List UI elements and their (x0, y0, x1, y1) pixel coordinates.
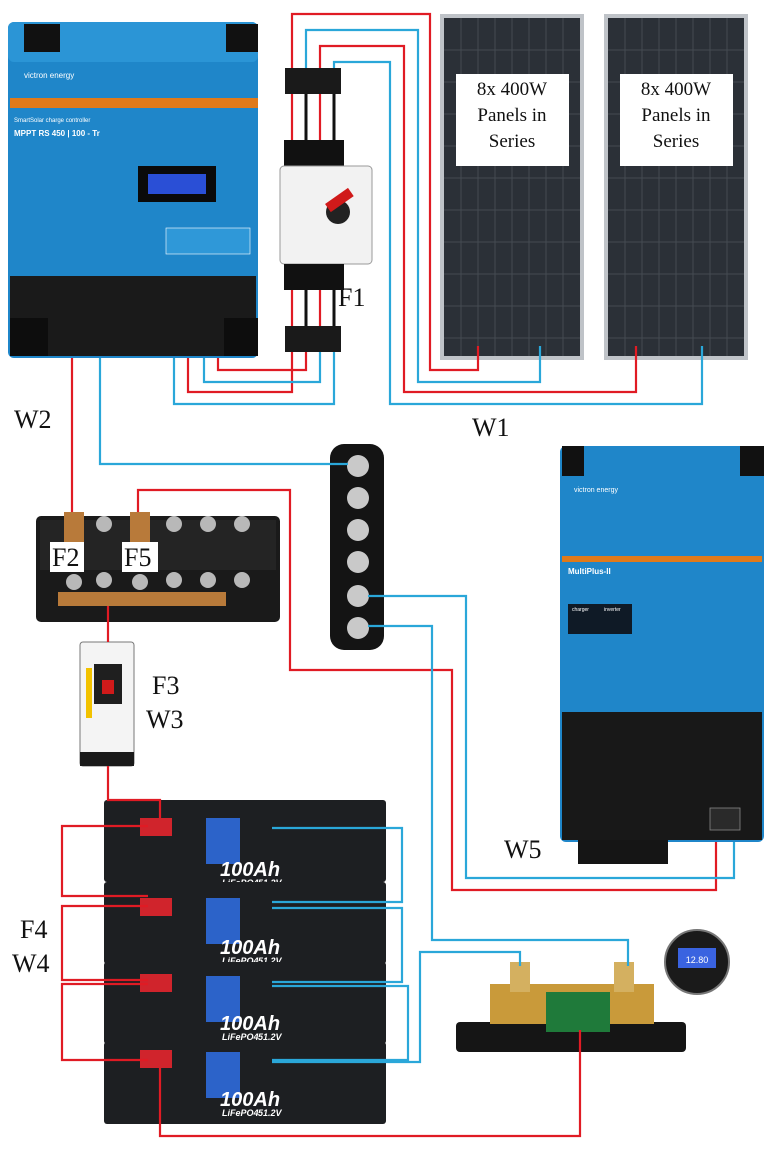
panel-1-line2: Panels in (477, 105, 547, 126)
battery-monitor: 12.80 (664, 929, 730, 995)
label-w1: W1 (472, 413, 510, 442)
label-f3: F3 (152, 671, 179, 700)
solar-panel-2: 8x 400W Panels in Series (604, 14, 748, 360)
inverter-menu-right: inverter (604, 607, 621, 613)
battery-2-chem: LiFePO4 (222, 956, 259, 966)
pv-wires (172, 12, 704, 406)
battery-2-voltage: 51.2V (258, 956, 283, 966)
label-f4: F4 (20, 915, 47, 944)
label-w5: W5 (504, 835, 542, 864)
battery-3-chem: LiFePO4 (222, 1032, 259, 1042)
battery-1-capacity: 100Ah (220, 859, 280, 881)
battery-4-chem: LiFePO4 (222, 1108, 259, 1118)
label-f1: F1 (338, 283, 365, 312)
inverter-model: MultiPlus-II (568, 567, 611, 576)
mppt-brand: victron energy (24, 71, 74, 80)
dc-breaker-f3 (79, 641, 135, 767)
label-f5: F5 (124, 543, 151, 572)
inverter-brand: victron energy (574, 487, 618, 494)
solar-panel-1: 8x 400W Panels in Series (440, 14, 584, 360)
battery-3-voltage: 51.2V (258, 1032, 283, 1042)
panel-2-line2: Panels in (641, 105, 711, 126)
mppt-charge-controller: victron energy SmartSolar charge control… (8, 22, 258, 358)
panel-1-line3: Series (489, 131, 535, 152)
mppt-model: MPPT RS 450 | 100 - Tr (14, 129, 100, 138)
battery-4-capacity: 100Ah (220, 1089, 280, 1111)
multiplus-inverter: victron energy MultiPlus-II charger inve… (560, 446, 764, 864)
battery-stack: 100Ah LiFePO4 51.2V 100Ah LiFePO4 51.2V … (104, 800, 386, 1124)
dc-wiring (60, 358, 736, 1138)
panel-2-line3: Series (653, 131, 699, 152)
panel-1-label-box (456, 74, 569, 166)
negative-bus-bar (330, 444, 384, 650)
label-f2: F2 (52, 543, 79, 572)
mppt-subtitle: SmartSolar charge controller (14, 118, 90, 124)
battery-2: 100Ah LiFePO4 51.2V (104, 882, 386, 966)
battery-3-capacity: 100Ah (220, 1013, 280, 1035)
label-w2: W2 (14, 405, 52, 434)
battery-monitor-reading: 12.80 (686, 955, 709, 965)
inverter-menu-left: charger (572, 607, 589, 613)
panel-2-label-box (620, 74, 733, 166)
battery-4-voltage: 51.2V (258, 1108, 283, 1118)
pv-isolator-f1 (279, 68, 373, 352)
label-w4: W4 (12, 949, 50, 978)
label-w3: W3 (146, 705, 184, 734)
component-labels: F1 W1 W2 F2 F5 F3 W3 F4 W4 W5 (12, 283, 542, 978)
battery-2-capacity: 100Ah (220, 937, 280, 959)
battery-shunt (456, 962, 686, 1052)
panel-2-line1: 8x 400W (641, 79, 711, 100)
battery-1: 100Ah LiFePO4 51.2V (104, 800, 386, 888)
panel-1-line1: 8x 400W (477, 79, 547, 100)
